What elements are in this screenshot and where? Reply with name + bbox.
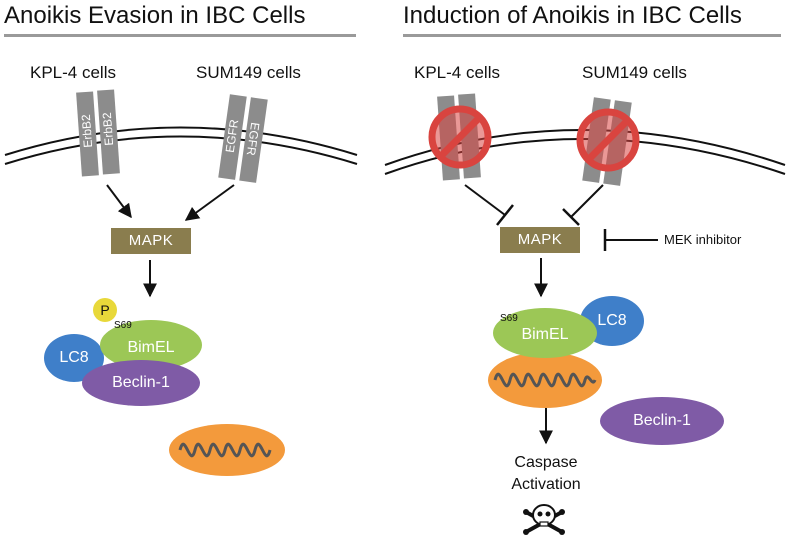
left-beclin-oval: Beclin-1 [82,360,200,406]
left-erbb2-receptor [76,89,120,177]
right-bimel-oval: BimEL [493,308,597,358]
left-mapk-box: MAPK [111,228,191,254]
left-phospho-label: P [100,302,110,318]
left-site-label: S69 [114,320,132,331]
left-membrane [4,126,358,165]
left-lc8-label: LC8 [59,349,89,366]
right-bimel-label: BimEL [521,326,569,343]
caspase-activation-label: Caspase Activation [494,452,598,496]
left-arrow-egfr-mapk [184,184,235,221]
left-erbb2-label-b: ErbB2 [99,111,117,147]
right-inhibit-mek [603,229,658,251]
skull-crossbones-icon [523,504,565,535]
left-beclin-label: Beclin-1 [112,374,170,391]
left-mitochondrion-icon [169,424,285,476]
left-title-underline [4,34,356,37]
left-arrow-erbb2-mapk [106,184,132,219]
right-sum149-label: SUM149 cells [582,63,687,82]
right-egfr-prohibition-icon [576,108,640,172]
right-lc8-label: LC8 [597,312,627,329]
left-panel-title: Anoikis Evasion in IBC Cells [4,2,306,29]
right-mapk-box: MAPK [500,227,580,253]
right-mitochondrion-icon [488,352,602,408]
left-phospho-circle: P [93,298,117,322]
right-mek-inhibitor-label: MEK inhibitor [664,232,742,247]
right-beclin-oval: Beclin-1 [600,397,724,445]
right-site-label: S69 [500,313,518,324]
left-bimel-label: BimEL [127,339,175,356]
left-sum149-label: SUM149 cells [196,63,301,82]
right-erbb2-prohibition-icon [428,105,492,169]
right-panel-title: Induction of Anoikis in IBC Cells [403,2,742,29]
left-egfr-receptor [218,94,268,183]
left-kpl4-label: KPL-4 cells [30,63,116,82]
left-erbb2-label-a: ErbB2 [78,113,96,149]
right-title-underline [403,34,781,37]
right-kpl4-label: KPL-4 cells [414,63,500,82]
right-beclin-label: Beclin-1 [633,412,691,429]
right-inhibit-egfr-mapk [562,184,604,226]
caspase-label-line2: Activation [511,476,581,493]
right-inhibit-erbb2-mapk [464,184,514,226]
caspase-label-line1: Caspase [514,454,578,471]
